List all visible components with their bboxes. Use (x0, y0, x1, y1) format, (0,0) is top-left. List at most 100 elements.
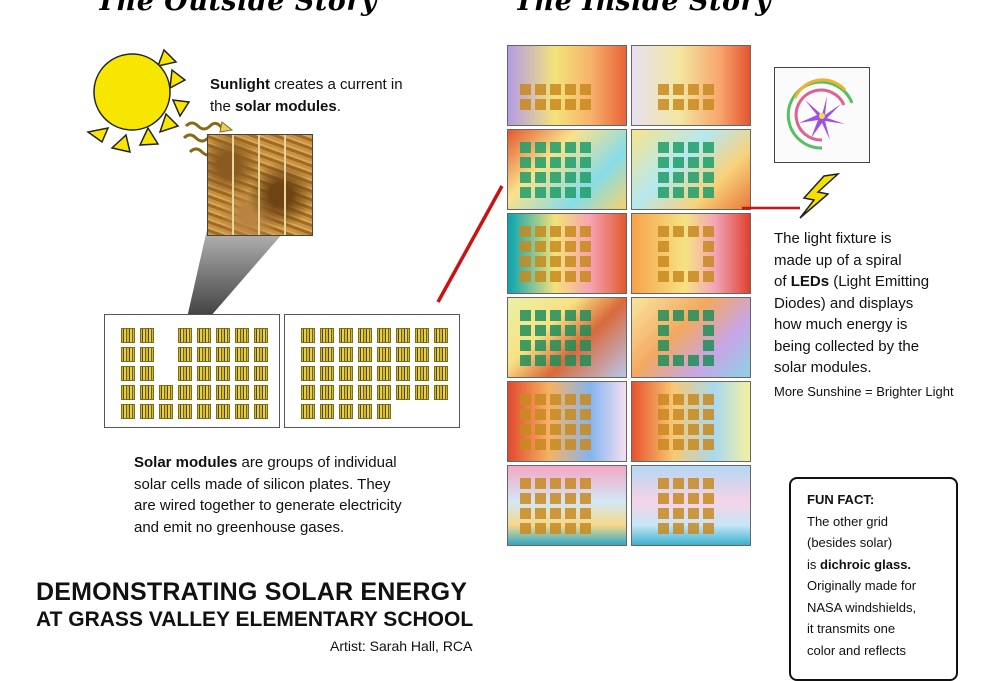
led-square (580, 523, 591, 534)
led-square (565, 172, 576, 183)
led-square (535, 478, 546, 489)
led-square (550, 424, 561, 435)
led-square (658, 493, 669, 504)
led-square (688, 394, 699, 405)
led-square (658, 310, 669, 321)
dichroic-glass-tile (507, 381, 627, 462)
led-square (673, 157, 684, 168)
led-square (550, 409, 561, 420)
led-square (658, 241, 669, 252)
led-square (658, 424, 669, 435)
led-square (580, 99, 591, 110)
solar-module-left (104, 314, 280, 428)
dichroic-glass-tile (631, 381, 751, 462)
led-square (520, 226, 531, 237)
led-square (535, 355, 546, 366)
led-square (703, 256, 714, 267)
dichroic-glass-tile (507, 465, 627, 546)
led-square (688, 271, 699, 282)
led-square (703, 325, 714, 336)
led-square (565, 340, 576, 351)
sunshine-note: More Sunshine = Brighter Light (774, 384, 954, 399)
led-square (565, 142, 576, 153)
led-square (658, 523, 669, 534)
led-square (550, 493, 561, 504)
led-square (673, 310, 684, 321)
led-square (565, 523, 576, 534)
led-square (550, 256, 561, 267)
dichroic-glass-tile (631, 297, 751, 378)
led-square (703, 355, 714, 366)
led-square (520, 508, 531, 519)
led-square (658, 271, 669, 282)
fun-fact-box: FUN FACT: The other grid (besides solar)… (789, 477, 958, 681)
led-square (703, 142, 714, 153)
led-square (688, 310, 699, 321)
led-square (673, 271, 684, 282)
led-square (565, 310, 576, 321)
solar-module-right (284, 314, 460, 428)
main-title-line1: DEMONSTRATING SOLAR ENERGY (36, 578, 468, 606)
led-square (520, 310, 531, 321)
led-square (550, 439, 561, 450)
led-square (550, 271, 561, 282)
zoom-beam (182, 225, 290, 340)
led-square (565, 409, 576, 420)
dichroic-glass-tile (507, 297, 627, 378)
led-square (565, 394, 576, 405)
led-square (658, 157, 669, 168)
led-square (535, 226, 546, 237)
sun-icon (86, 48, 191, 153)
led-square (565, 99, 576, 110)
led-square (565, 256, 576, 267)
led-square (535, 271, 546, 282)
led-square (565, 241, 576, 252)
led-square (550, 523, 561, 534)
led-square (550, 172, 561, 183)
artist-credit: Artist: Sarah Hall, RCA (330, 638, 473, 654)
led-square (580, 355, 591, 366)
main-title-line2: AT GRASS VALLEY ELEMENTARY SCHOOL (36, 608, 474, 631)
wire-line (436, 185, 504, 303)
led-square (703, 508, 714, 519)
led-square (580, 325, 591, 336)
led-square (673, 523, 684, 534)
led-square (550, 394, 561, 405)
led-square (580, 172, 591, 183)
led-square (580, 439, 591, 450)
led-square (550, 157, 561, 168)
led-square (703, 226, 714, 237)
led-square (673, 409, 684, 420)
led-square (658, 99, 669, 110)
led-square (535, 241, 546, 252)
led-square (673, 478, 684, 489)
led-square (565, 226, 576, 237)
led-square (535, 340, 546, 351)
dichroic-glass-grid (507, 45, 751, 546)
led-square (703, 409, 714, 420)
led-square (565, 187, 576, 198)
led-square (520, 355, 531, 366)
led-square (565, 84, 576, 95)
led-square (703, 157, 714, 168)
led-square (580, 424, 591, 435)
led-square (658, 187, 669, 198)
led-square (550, 340, 561, 351)
led-square (520, 340, 531, 351)
led-fixture-image (774, 67, 870, 163)
led-square (673, 142, 684, 153)
led-square (550, 325, 561, 336)
led-square (658, 172, 669, 183)
led-square (580, 142, 591, 153)
led-square (703, 187, 714, 198)
led-square (565, 439, 576, 450)
led-square (535, 310, 546, 321)
led-square (703, 439, 714, 450)
led-square (658, 226, 669, 237)
fun-fact-line: it transmits one (807, 621, 896, 636)
led-square (703, 172, 714, 183)
led-square (535, 409, 546, 420)
led-square (550, 355, 561, 366)
led-square (535, 523, 546, 534)
sunlight-caption: Sunlight creates a current in the solar … (210, 76, 403, 115)
